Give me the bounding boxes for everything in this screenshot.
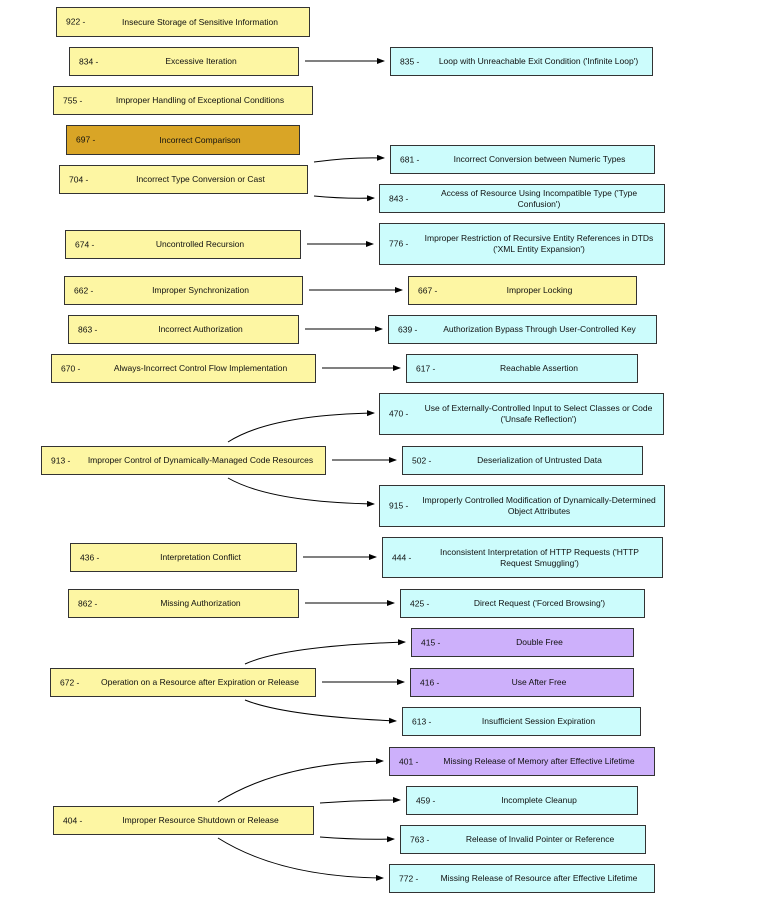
node-404[interactable]: 404 -Improper Resource Shutdown or Relea… <box>53 806 314 835</box>
node-470[interactable]: 470 -Use of Externally-Controlled Input … <box>379 393 664 435</box>
node-502[interactable]: 502 -Deserialization of Untrusted Data <box>402 446 643 475</box>
edge-404-763 <box>319 836 395 843</box>
node-704[interactable]: 704 -Incorrect Type Conversion or Cast <box>59 165 308 194</box>
edge-672-613 <box>244 699 397 724</box>
node-913[interactable]: 913 -Improper Control of Dynamically-Man… <box>41 446 326 475</box>
node-772[interactable]: 772 -Missing Release of Resource after E… <box>389 864 655 893</box>
node-834[interactable]: 834 -Excessive Iteration <box>69 47 299 76</box>
node-776[interactable]: 776 -Improper Restriction of Recursive E… <box>379 223 665 265</box>
node-681[interactable]: 681 -Incorrect Conversion between Numeri… <box>390 145 655 174</box>
node-667[interactable]: 667 -Improper Locking <box>408 276 637 305</box>
node-674[interactable]: 674 -Uncontrolled Recursion <box>65 230 301 259</box>
node-763[interactable]: 763 -Release of Invalid Pointer or Refer… <box>400 825 646 854</box>
node-415[interactable]: 415 -Double Free <box>411 628 634 657</box>
node-639[interactable]: 639 -Authorization Bypass Through User-C… <box>388 315 657 344</box>
edge-704-681 <box>313 154 385 163</box>
node-459[interactable]: 459 -Incomplete Cleanup <box>406 786 638 815</box>
edge-404-401 <box>217 758 384 803</box>
edge-913-470 <box>227 410 375 443</box>
node-755[interactable]: 755 -Improper Handling of Exceptional Co… <box>53 86 313 115</box>
node-922[interactable]: 922 -Insecure Storage of Sensitive Infor… <box>56 7 310 37</box>
node-436[interactable]: 436 -Interpretation Conflict <box>70 543 297 572</box>
node-862[interactable]: 862 -Missing Authorization <box>68 589 299 618</box>
edge-404-459 <box>319 797 401 804</box>
edge-404-772 <box>217 837 384 881</box>
node-617[interactable]: 617 -Reachable Assertion <box>406 354 638 383</box>
node-416[interactable]: 416 -Use After Free <box>410 668 634 697</box>
node-843[interactable]: 843 -Access of Resource Using Incompatib… <box>379 184 665 213</box>
node-670[interactable]: 670 -Always-Incorrect Control Flow Imple… <box>51 354 316 383</box>
edge-913-915 <box>227 477 375 507</box>
node-672[interactable]: 672 -Operation on a Resource after Expir… <box>50 668 316 697</box>
node-863[interactable]: 863 -Incorrect Authorization <box>68 315 299 344</box>
node-697[interactable]: 697 -Incorrect Comparison <box>66 125 300 155</box>
node-444[interactable]: 444 -Inconsistent Interpretation of HTTP… <box>382 537 663 578</box>
node-662[interactable]: 662 -Improper Synchronization <box>64 276 303 305</box>
node-425[interactable]: 425 -Direct Request ('Forced Browsing') <box>400 589 645 618</box>
edge-704-843 <box>313 195 375 202</box>
node-915[interactable]: 915 -Improperly Controlled Modification … <box>379 485 665 527</box>
node-835[interactable]: 835 -Loop with Unreachable Exit Conditio… <box>390 47 653 76</box>
node-401[interactable]: 401 -Missing Release of Memory after Eff… <box>389 747 655 776</box>
node-613[interactable]: 613 -Insufficient Session Expiration <box>402 707 641 736</box>
edge-672-415 <box>244 639 406 665</box>
